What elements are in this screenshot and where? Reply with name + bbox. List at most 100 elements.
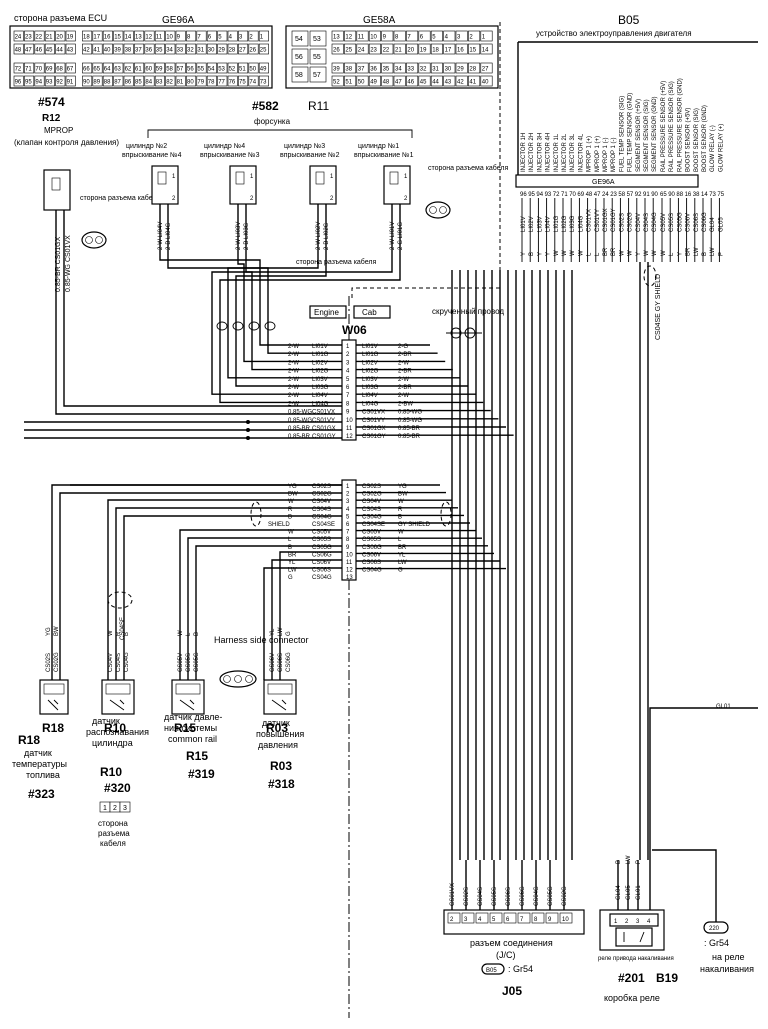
ge96a-pin-num: 63 — [114, 67, 121, 73]
ge96a-pin — [186, 75, 197, 87]
w06-code-right: CS01VX — [362, 410, 385, 416]
b05-signal-name: SEGMENT SENSOR (SIG) — [644, 99, 650, 172]
w06-pin-num: 7 — [346, 530, 350, 536]
ge96a-pin-num: 53 — [218, 67, 225, 73]
b05-wire-code: CS01GX — [603, 208, 609, 232]
b19-wire-color: P — [636, 860, 642, 864]
ge96a-pin-num: 86 — [125, 80, 132, 86]
ge96a-pin-num: 85 — [135, 80, 142, 86]
ge96a-pin-num: 19 — [67, 35, 74, 41]
ge58a-pin-num: 27 — [482, 67, 489, 73]
ge96a-pin-num: 9 — [177, 35, 181, 41]
ge96a-pin — [82, 75, 93, 87]
sensor-wire-color: R — [116, 631, 122, 636]
w06-color-left: 2-W — [288, 385, 299, 391]
w06-color-left: B — [288, 545, 292, 551]
injector-pin — [315, 171, 325, 185]
ge58a-pin — [430, 62, 443, 74]
ge96a-pin — [217, 30, 228, 42]
w06-code-right: LI03V — [362, 377, 378, 383]
b05-ecu: B05 устройство электроуправления двигате… — [515, 13, 758, 340]
ge58a-pin-num: 40 — [482, 80, 489, 86]
ge58a-pin — [455, 75, 468, 87]
ge58a-pin — [455, 62, 468, 74]
ge58a-pin — [381, 62, 394, 74]
ge96a-pin-num: 26 — [249, 48, 256, 54]
w06-code-left: CS05G — [312, 545, 332, 551]
injector-pin-num: 2 — [330, 196, 334, 202]
ge96a-pin-num: 37 — [135, 48, 142, 54]
b05-wire-color: Y — [537, 252, 543, 256]
w06-color-right: W — [398, 499, 404, 505]
b05-pin-number: 95 — [528, 192, 535, 198]
ge96a-pin-num: 16 — [104, 35, 111, 41]
w06-color-left: B — [288, 514, 292, 520]
w06-pin-num: 10 — [346, 418, 353, 424]
w06-color-left: 2-W — [288, 352, 299, 358]
glow-badge-text: 220 — [709, 926, 720, 932]
b05-pin-number: 75 — [717, 192, 724, 198]
ge58a-pin-num: 8 — [395, 35, 399, 41]
b05-wire-color: W — [554, 250, 560, 256]
w06-code-right: LI04G — [362, 401, 379, 407]
b05-signal-name: GLOW RELAY (+) — [718, 124, 724, 172]
ge96a-pin — [144, 75, 155, 87]
sensor-ref: #318 — [268, 777, 295, 791]
w06-code-left: LI01V — [312, 344, 328, 350]
b05-wire-color: BR — [686, 247, 692, 256]
w06-color-right: YG — [398, 484, 407, 490]
b05-wire-color: Y — [677, 252, 683, 256]
ge96a-pin — [175, 62, 186, 74]
shield-ellipse — [250, 501, 262, 527]
r12-wire-b: 0.85-WG CS01VX — [65, 235, 72, 292]
ge96a-pin-num: 27 — [239, 48, 246, 54]
r11-cable-note: сторона разъема кабеля — [296, 258, 376, 266]
r12-code: R12 — [42, 113, 61, 124]
w06-color-right: 0.85-BR — [398, 434, 421, 440]
w06-code-left: CS05V — [312, 530, 331, 536]
ge96a-pin — [82, 62, 93, 74]
sensor-feeder — [263, 567, 342, 680]
ge58a-pin — [356, 43, 369, 55]
b19-pin-block — [609, 913, 659, 927]
b05-wire-code: LI04V — [546, 216, 552, 232]
ge96a-pin-num: 7 — [197, 35, 201, 41]
ge96a-label: GE96A — [162, 15, 195, 26]
sensor-list: YGCS02SBWCS02GR18WCS04VRCS04SBCS04GR10WC… — [12, 617, 304, 848]
b05-pin-number: 70 — [569, 192, 576, 198]
ge58a-pin-num: 20 — [407, 48, 414, 54]
ge58a-pin-num: 18 — [432, 48, 439, 54]
r12-wire-path — [55, 210, 342, 415]
ge96a-pin — [206, 43, 217, 55]
w06-color-right: R — [398, 507, 403, 513]
ge96a-pin — [24, 62, 35, 74]
ge96a-pin-num: 61 — [135, 67, 142, 73]
b05-pin-number: 92 — [635, 192, 642, 198]
b05-wire-code: GL04 — [710, 217, 716, 232]
ge58a-pin-num: 43 — [445, 80, 452, 86]
w06-color-left: 0.85-WG — [288, 418, 312, 424]
ge58a-pin — [480, 30, 493, 42]
ge96a-pin — [134, 75, 145, 87]
w06-pin-num: 11 — [346, 560, 353, 566]
ge96a-pin — [102, 75, 113, 87]
r12-wire-a: 0.85-BR CS01GX — [55, 236, 62, 292]
ge96a-pin-num: 75 — [239, 80, 246, 86]
ge96a-pin — [248, 30, 259, 42]
ge96a-pin-num: 8 — [187, 35, 191, 41]
twist-marker — [248, 321, 260, 331]
w06-color-left: W — [288, 530, 294, 536]
ge96a-pin — [248, 62, 259, 74]
w06-code-left: LI03V — [312, 377, 328, 383]
j05-wire-code: CS05S — [492, 887, 498, 906]
j05-wire-code: CS04G — [534, 886, 540, 906]
b05-wire-color: BR — [603, 247, 609, 256]
ge58a-pin-num: 25 — [345, 48, 352, 54]
j05-pin-num: 8 — [534, 917, 538, 923]
w06-color-left: 2-W — [288, 360, 299, 366]
j05-pin — [503, 912, 517, 924]
ge96a-pin — [238, 43, 249, 55]
ge96a-pin-num: 59 — [156, 67, 163, 73]
j05-wire-code: CS05G — [548, 886, 554, 906]
